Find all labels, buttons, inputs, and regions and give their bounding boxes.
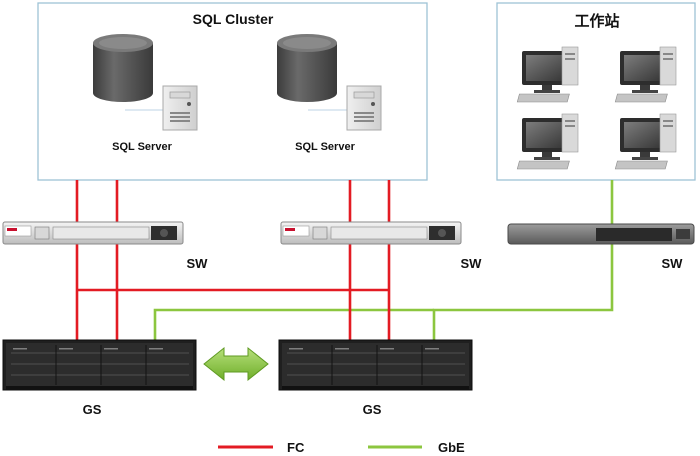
- sql-cluster-title: SQL Cluster: [193, 11, 274, 27]
- workstation-title: 工作站: [574, 12, 619, 30]
- sql-server-2: SQL Server: [277, 34, 382, 153]
- legend-fc-label: FC: [287, 440, 305, 455]
- storage-array-icon: [278, 339, 473, 391]
- storage-label: GS: [363, 402, 382, 417]
- desktop-computer-icon: [516, 113, 579, 170]
- storage-array-icon: [2, 339, 197, 391]
- legend: FC GbE: [218, 440, 465, 455]
- database-icon: [93, 34, 153, 102]
- fc-switch-icon: [2, 221, 184, 245]
- gbe-links: [153, 180, 614, 340]
- desktop-computer-icon: [614, 46, 677, 103]
- switch-label: SW: [461, 256, 483, 271]
- fc-links: [75, 180, 391, 340]
- server-tower-icon: [162, 85, 198, 131]
- legend-gbe-label: GbE: [438, 440, 465, 455]
- double-arrow-icon: [203, 346, 269, 382]
- ethernet-switch-icon: [507, 223, 695, 245]
- fc-switch-icon: [280, 221, 462, 245]
- switch-label: SW: [187, 256, 209, 271]
- sql-server-1: SQL Server: [93, 34, 198, 153]
- desktop-computer-icon: [516, 46, 579, 103]
- desktop-computer-icon: [614, 113, 677, 170]
- storage-label: GS: [83, 402, 102, 417]
- sql-server-label: SQL Server: [295, 141, 355, 153]
- server-tower-icon: [346, 85, 382, 131]
- switch-label: SW: [662, 256, 684, 271]
- database-icon: [277, 34, 337, 102]
- sql-server-label: SQL Server: [112, 141, 172, 153]
